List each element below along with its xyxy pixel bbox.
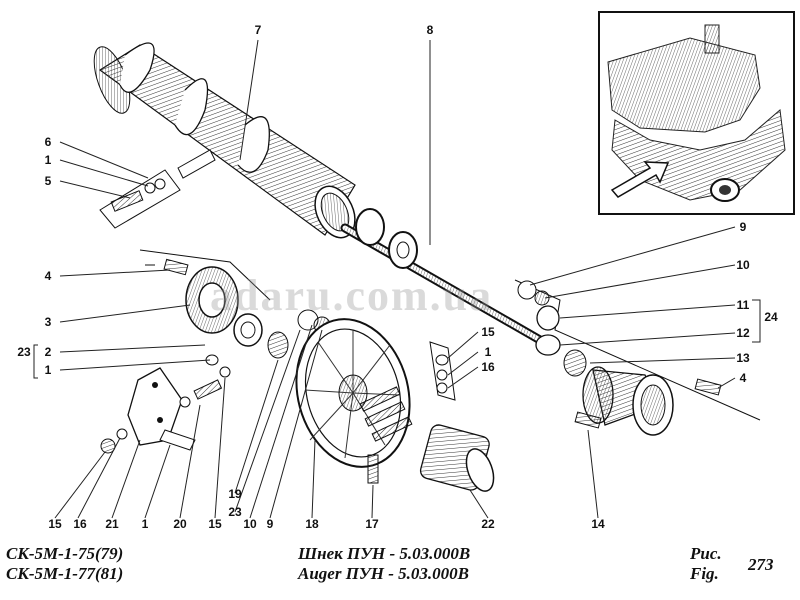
model-line-2: СК-5М-1-77(81) bbox=[6, 564, 124, 583]
callout-10: 10 bbox=[736, 258, 750, 272]
auger-part bbox=[93, 42, 356, 239]
callout-24: 24 bbox=[764, 310, 778, 324]
callout-1: 1 bbox=[485, 345, 492, 359]
model-line-1: СК-5М-1-75(79) bbox=[6, 544, 124, 563]
callout-10: 10 bbox=[243, 517, 257, 531]
callout-4: 4 bbox=[740, 371, 747, 385]
model-caption: СК-5М-1-75(79) СК-5М-1-77(81) bbox=[6, 544, 123, 584]
callout-13: 13 bbox=[736, 351, 750, 365]
inset-overview bbox=[598, 11, 795, 215]
pulley-part bbox=[295, 318, 413, 484]
callout-5: 5 bbox=[45, 174, 52, 188]
callout-16: 16 bbox=[73, 517, 87, 531]
callout-12: 12 bbox=[736, 326, 750, 340]
title-ru: Шнек ПУН - 5.03.000В bbox=[298, 544, 471, 563]
callout-18: 18 bbox=[305, 517, 319, 531]
title-caption: Шнек ПУН - 5.03.000В Auger ПУН - 5.03.00… bbox=[298, 544, 470, 584]
callout-9: 9 bbox=[740, 220, 747, 234]
callout-labels: 7 8 6 1 5 4 3 23 2 1 9 10 11 24 12 13 4 … bbox=[17, 23, 778, 531]
callout-15: 15 bbox=[208, 517, 222, 531]
callout-6: 6 bbox=[45, 135, 52, 149]
callout-22: 22 bbox=[481, 517, 495, 531]
title-en: Auger ПУН - 5.03.000В bbox=[298, 564, 469, 583]
callout-3: 3 bbox=[45, 315, 52, 329]
callout-15: 15 bbox=[481, 325, 495, 339]
callout-1: 1 bbox=[45, 363, 52, 377]
shaft-part bbox=[340, 208, 545, 345]
callout-9: 9 bbox=[267, 517, 274, 531]
callout-21: 21 bbox=[105, 517, 119, 531]
right-group bbox=[419, 279, 761, 492]
callout-17: 17 bbox=[365, 517, 379, 531]
callout-7: 7 bbox=[255, 23, 262, 37]
callout-leaders bbox=[54, 39, 736, 519]
callout-15: 15 bbox=[48, 517, 62, 531]
left-bolt-group bbox=[99, 169, 181, 229]
callout-11: 11 bbox=[737, 298, 750, 312]
fig-label-ru: Рис. bbox=[690, 544, 722, 563]
callout-2: 2 bbox=[45, 345, 52, 359]
pulley-bolts bbox=[359, 386, 413, 442]
bracket-23 bbox=[33, 344, 38, 379]
callout-8: 8 bbox=[427, 23, 434, 37]
callout-16: 16 bbox=[481, 360, 495, 374]
callout-20: 20 bbox=[173, 517, 187, 531]
callout-23: 23 bbox=[228, 505, 242, 519]
callout-1: 1 bbox=[45, 153, 52, 167]
callout-1: 1 bbox=[142, 517, 149, 531]
figure-caption: Рис. Fig. bbox=[690, 544, 722, 584]
bracket-24 bbox=[752, 299, 761, 343]
fig-label-en: Fig. bbox=[690, 564, 719, 583]
flange-group bbox=[139, 249, 331, 378]
callout-14: 14 bbox=[591, 517, 605, 531]
bracket-group bbox=[100, 367, 223, 454]
callout-23: 23 bbox=[17, 345, 31, 359]
figure-number: 273 bbox=[748, 555, 774, 574]
callout-19: 19 bbox=[228, 487, 242, 501]
callout-4: 4 bbox=[45, 269, 52, 283]
